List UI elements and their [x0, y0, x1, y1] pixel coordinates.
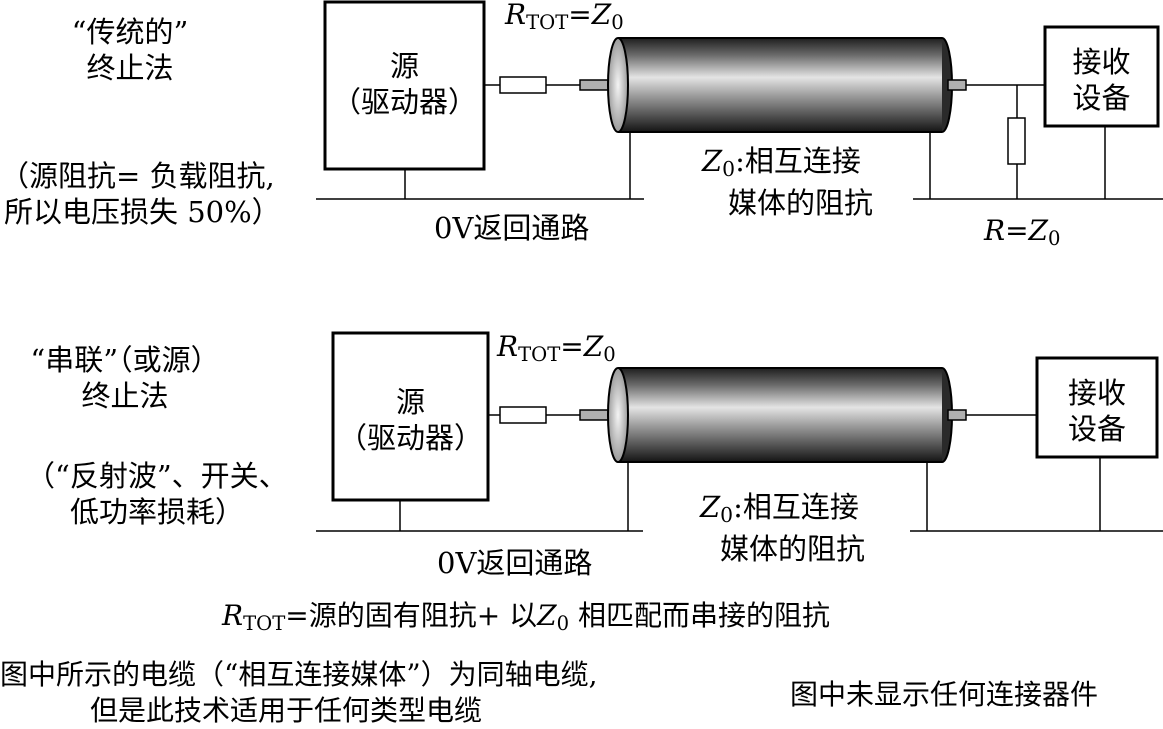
top-method-title: “传统的” 终止法 [50, 14, 210, 86]
top-method-note-line1: （源阻抗= 负载阻抗, [0, 159, 275, 193]
bottom-rtot-eq: =Z [560, 330, 604, 363]
bottom-cable-label-line1: Z0:相互连接 [700, 490, 865, 532]
top-term-r: R [984, 214, 1006, 247]
bottom-source-box [331, 331, 490, 502]
top-method-note: （源阻抗= 负载阻抗, 所以电压损失 50%） [0, 158, 281, 230]
footer-note-left: 图中所示的电缆（“相互连接媒体”）为同轴电缆, 但是此技术适用于任何类型电缆 [0, 657, 598, 729]
top-method-title-line2: 终止法 [86, 51, 174, 85]
top-source-label-line2: （驱动器） [331, 85, 477, 119]
bottom-cable-label-line2: 媒体的阻抗 [720, 532, 866, 567]
top-series-resistor [499, 76, 547, 94]
bottom-method-note-line1: （“反射波”、开关、 [26, 459, 288, 493]
top-cable-label-line1: Z0:相互连接 [702, 144, 873, 186]
bottom-rtot-zero: 0 [603, 342, 616, 366]
top-circuit [316, 0, 1163, 200]
top-cable-left-cap [607, 37, 629, 133]
top-rtot-r: R [505, 0, 527, 31]
bottom-method-note: （“反射波”、开关、 低功率损耗） [26, 458, 288, 530]
bottom-source-label: 源 （驱动器） [333, 384, 488, 456]
bottom-method-title: “串联”（或源） 终止法 [20, 342, 230, 414]
top-receiver-label: 接收 设备 [1045, 44, 1158, 116]
bottom-cable-z: Z [700, 490, 721, 524]
bottom-source-label-line2: （驱动器） [337, 421, 483, 455]
top-rtot-label: RTOT=Z0 [505, 0, 624, 40]
bottom-right-pin [947, 409, 967, 421]
top-cable-label: Z0:相互连接 媒体的阻抗 [702, 144, 873, 220]
top-cable-label-line2: 媒体的阻抗 [728, 186, 874, 221]
top-receiver-label-line1: 接收 [1072, 45, 1131, 79]
rtot-formula: RTOT=源的固有阻抗+ 以Z0 相匹配而串接的阻抗 [222, 598, 830, 642]
footer-note-left-line2: 但是此技术适用于任何类型电缆 [90, 694, 483, 727]
top-source-label-line1: 源 [389, 49, 419, 83]
footer-note-right: 图中未显示任何连接器件 [790, 678, 1099, 711]
formula-sub: TOT [243, 611, 286, 635]
top-source-box [323, 0, 486, 171]
formula-zero: 0 [556, 611, 570, 635]
top-method-title-line1: “传统的” [71, 15, 189, 49]
footer-note-left-line1: 图中所示的电缆（“相互连接媒体”）为同轴电缆, [0, 658, 598, 691]
bottom-source-label-line1: 源 [395, 385, 425, 419]
bottom-method-title-line2: 终止法 [81, 379, 169, 413]
bottom-return-path-label: 0V返回通路 [437, 546, 593, 580]
top-receiver-box [1043, 25, 1160, 128]
bottom-receiver-label-line2: 设备 [1067, 412, 1126, 446]
bottom-circuit [316, 331, 1163, 532]
top-receiver-label-line2: 设备 [1072, 81, 1131, 115]
bottom-series-resistor [499, 406, 547, 424]
top-rtot-sub: TOT [526, 10, 569, 34]
top-method-note-line2: 所以电压损失 50%） [4, 195, 281, 229]
bottom-cable-zero: 0 [720, 503, 734, 528]
top-cable-text1: :相互连接 [735, 144, 861, 178]
top-termination-label: R=Z0 [984, 214, 1060, 256]
top-cable-zero: 0 [722, 157, 736, 182]
bottom-cable [618, 368, 942, 462]
top-rtot-zero: 0 [611, 10, 624, 34]
top-cable [618, 38, 942, 132]
bottom-rtot-r: R [497, 330, 519, 363]
bottom-method-note-line2: 低功率损耗） [70, 495, 245, 529]
top-right-pin [947, 79, 967, 91]
bottom-receiver-label-line1: 接收 [1067, 376, 1126, 410]
formula-text: =源的固有阻抗+ 以 [285, 599, 538, 632]
top-term-zero: 0 [1048, 226, 1061, 250]
top-cable-z: Z [702, 144, 723, 178]
bottom-cable-text1: :相互连接 [733, 490, 859, 524]
top-source-label: 源 （驱动器） [325, 48, 484, 120]
top-rtot-eq: =Z [568, 0, 612, 31]
bottom-rtot-label: RTOT=Z0 [497, 330, 616, 372]
top-term-eq: =Z [1005, 214, 1049, 247]
formula-r: R [222, 599, 244, 632]
formula-text2: 相匹配而串接的阻抗 [569, 599, 830, 632]
bottom-rtot-sub: TOT [518, 342, 561, 366]
top-return-path-label: 0V返回通路 [434, 211, 590, 245]
bottom-receiver-label: 接收 设备 [1037, 375, 1157, 447]
formula-z: Z [537, 599, 557, 632]
bottom-cable-left-cap [607, 367, 629, 463]
bottom-cable-label: Z0:相互连接 媒体的阻抗 [700, 490, 865, 566]
bottom-receiver-box [1035, 356, 1159, 459]
bottom-method-title-line1: “串联”（或源） [30, 343, 220, 377]
top-termination-resistor [1007, 117, 1026, 165]
